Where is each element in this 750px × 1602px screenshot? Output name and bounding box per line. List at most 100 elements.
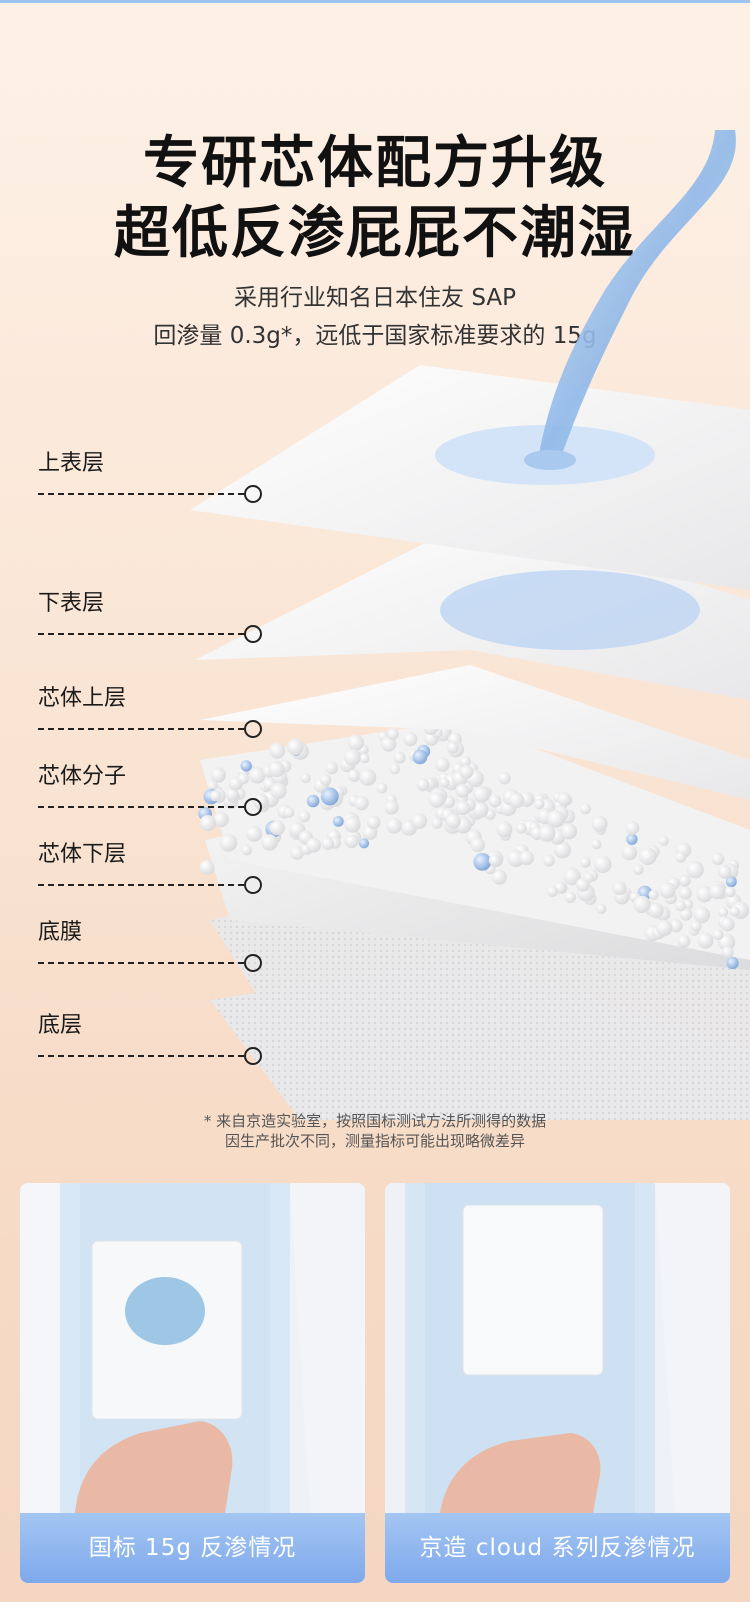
core-bead xyxy=(721,946,734,958)
core-bead xyxy=(270,820,285,836)
panel-caption: 京造 cloud 系列反渗情况 xyxy=(385,1513,730,1583)
core-bead xyxy=(557,792,572,807)
core-bead xyxy=(593,855,612,874)
subtitle-line-2: 回渗量 0.3g*，远低于国家标准要求的 15g xyxy=(153,323,597,349)
layer-core-lower: 芯体下层 xyxy=(38,836,298,894)
core-bead xyxy=(648,902,664,919)
layer-core-upper: 芯体上层 xyxy=(38,680,298,738)
core-bead xyxy=(563,867,581,886)
layer-label: 底层 xyxy=(38,1013,83,1038)
leader-line xyxy=(38,720,266,738)
leader-dot-icon xyxy=(244,798,262,816)
comparison-panel-cloud-series: 京造 cloud 系列反渗情况 xyxy=(385,1183,730,1583)
leader-dot-icon xyxy=(244,720,262,738)
core-bead xyxy=(488,794,502,808)
core-bead xyxy=(439,777,450,788)
top-accent-strip xyxy=(0,0,750,3)
core-bead xyxy=(347,769,361,782)
core-bead xyxy=(199,859,215,875)
core-bead xyxy=(591,815,608,832)
core-bead xyxy=(678,886,692,900)
core-bead xyxy=(354,796,369,811)
core-bead xyxy=(534,799,545,810)
core-bead xyxy=(675,851,687,863)
core-bead xyxy=(219,833,238,852)
core-bead xyxy=(320,787,339,806)
layer-illustration xyxy=(190,365,750,1120)
layer-label: 底膜 xyxy=(38,920,83,945)
title-line-2: 超低反渗屁屁不潮湿 xyxy=(114,201,636,266)
core-bead xyxy=(711,852,725,866)
core-bead xyxy=(679,907,693,921)
core-bead xyxy=(693,906,711,924)
core-bead xyxy=(648,889,659,900)
footnote-line-2: 因生产批次不同，测量指标可能出现略微差异 xyxy=(224,1132,525,1150)
core-bead xyxy=(411,813,428,829)
core-bead xyxy=(343,749,361,766)
core-bead xyxy=(553,841,572,859)
core-bead xyxy=(306,794,320,808)
core-bead xyxy=(321,837,335,850)
core-bead xyxy=(690,920,702,932)
layer-label: 芯体上层 xyxy=(38,686,127,711)
core-bead xyxy=(459,755,472,768)
core-bead xyxy=(237,772,249,785)
core-bead xyxy=(384,800,399,815)
layer-bottom: 底层 xyxy=(38,1007,298,1065)
core-bead xyxy=(717,864,732,879)
core-bead xyxy=(473,785,491,803)
core-bead xyxy=(249,767,266,784)
leader-line xyxy=(38,485,266,503)
core-bead xyxy=(387,728,399,741)
core-bead xyxy=(459,765,474,779)
core-bead xyxy=(300,772,311,784)
core-bead xyxy=(358,838,370,849)
core-bead xyxy=(389,763,401,775)
core-bead xyxy=(498,771,511,785)
water-stream-icon xyxy=(524,130,736,470)
layer-upper-surface: 上表层 xyxy=(38,445,298,503)
core-bead xyxy=(697,932,714,949)
core-bead xyxy=(625,821,640,835)
leader-line xyxy=(38,625,266,643)
core-bead xyxy=(720,917,735,932)
diaper-photo-cloud xyxy=(385,1183,730,1583)
core-bead xyxy=(290,846,304,860)
leader-line xyxy=(38,954,266,972)
footnote-line-1: * 来自京造实验室，按照国标测试方法所测得的数据 xyxy=(203,1112,547,1130)
comparison-panel-national-standard: 国标 15g 反渗情况 xyxy=(20,1183,365,1583)
core-bead xyxy=(226,788,239,801)
core-bead xyxy=(580,856,591,868)
core-bead xyxy=(213,811,229,828)
core-bead xyxy=(435,757,450,772)
absorb-stain xyxy=(440,570,700,650)
core-bead xyxy=(306,837,321,853)
core-bead xyxy=(519,850,534,866)
core-bead xyxy=(380,736,397,752)
core-bead xyxy=(724,886,736,898)
core-bead xyxy=(246,825,263,842)
core-bead xyxy=(359,768,377,786)
layer-label: 下表层 xyxy=(38,591,105,616)
core-bead xyxy=(678,874,691,887)
layer-bottom-film: 底膜 xyxy=(38,914,298,972)
core-bead xyxy=(386,817,402,834)
core-bead xyxy=(709,883,725,900)
core-bead xyxy=(729,906,740,917)
core-bead xyxy=(325,761,339,775)
core-beads xyxy=(198,720,750,970)
panel-caption: 国标 15g 反渗情况 xyxy=(20,1513,365,1583)
core-bead xyxy=(199,815,216,832)
sheet-core-upper xyxy=(200,665,750,800)
core-bead xyxy=(240,760,252,772)
leader-line xyxy=(38,876,266,894)
core-bead xyxy=(416,778,430,792)
core-bead xyxy=(470,837,486,853)
core-bead xyxy=(491,869,507,885)
core-bead xyxy=(241,844,252,856)
core-bead xyxy=(319,774,332,786)
core-bead xyxy=(344,816,361,833)
leader-dot-icon xyxy=(244,876,262,894)
core-bead xyxy=(675,900,687,912)
leader-dot-icon xyxy=(244,625,262,643)
